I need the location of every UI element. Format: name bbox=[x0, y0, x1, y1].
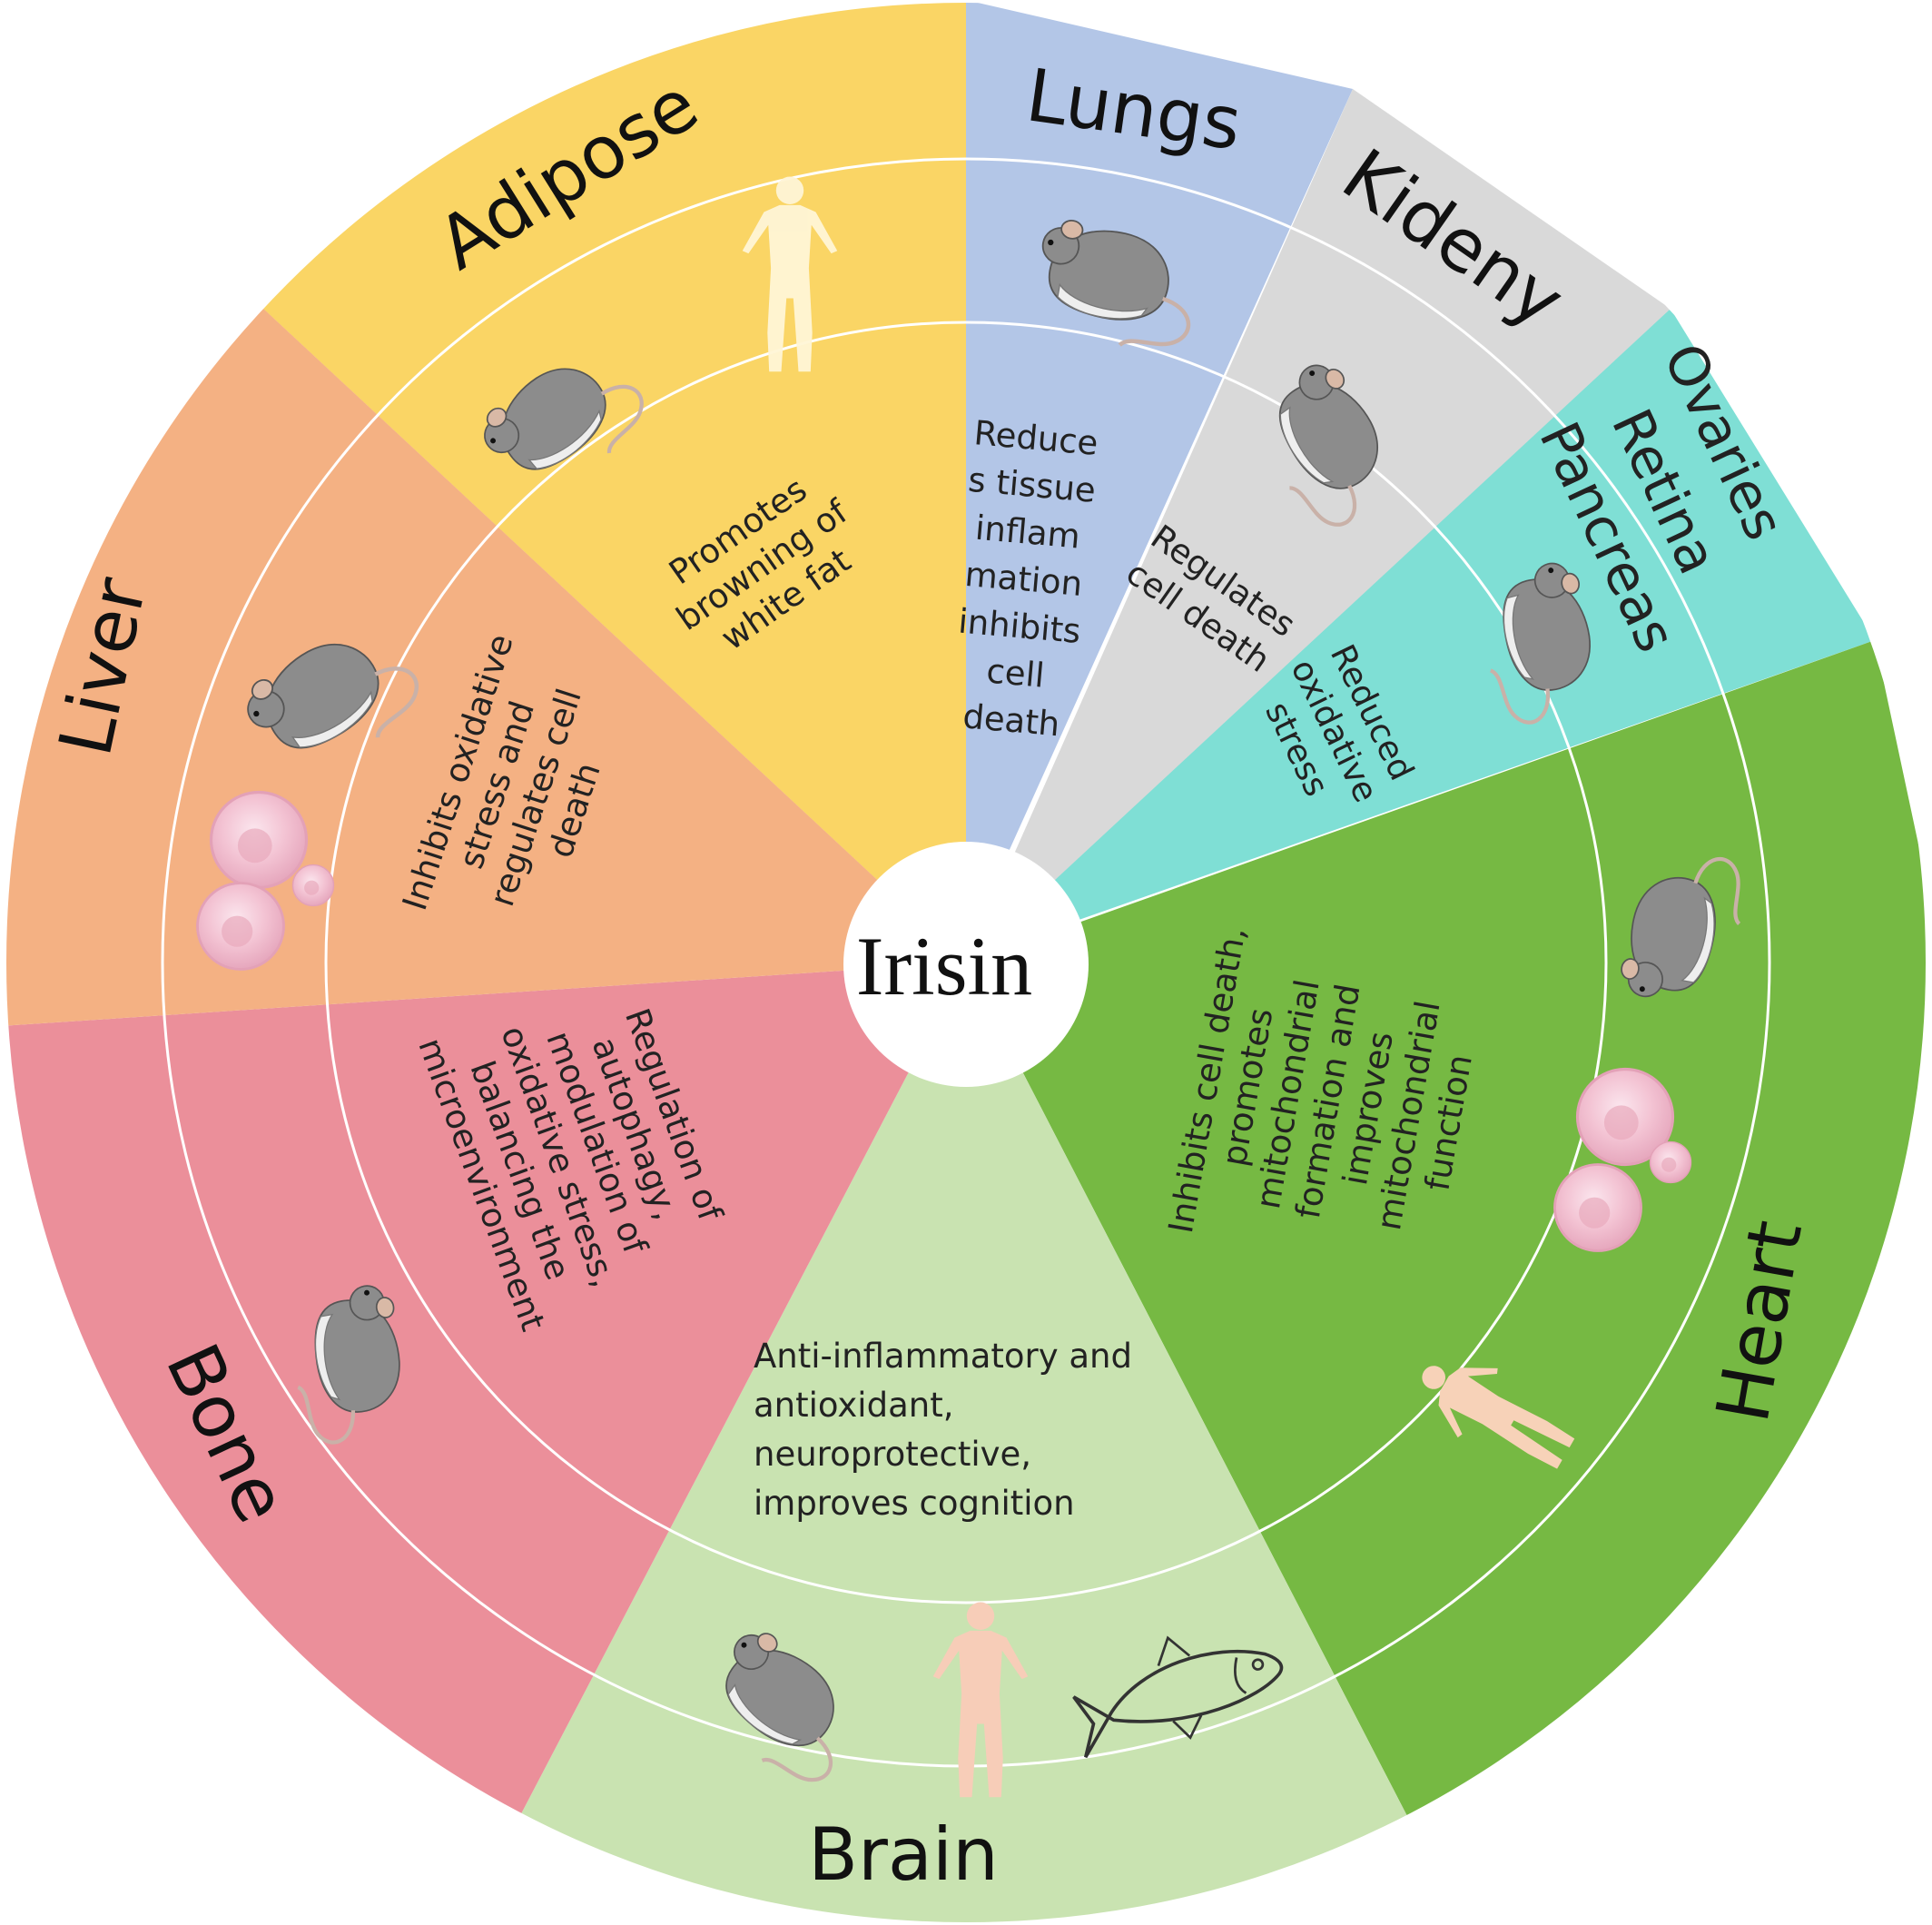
cell-icon bbox=[1649, 1140, 1692, 1184]
effect-line: improves cognition bbox=[754, 1484, 1075, 1523]
sector-brain bbox=[463, 962, 1464, 1923]
effect-brain: Anti-inflammatory and antioxidant, neuro… bbox=[754, 1337, 1132, 1523]
cell-icon bbox=[196, 882, 285, 971]
effect-line: antioxidant, bbox=[754, 1386, 953, 1425]
effect-line: cell bbox=[985, 651, 1046, 695]
center-circle bbox=[843, 842, 1089, 1087]
effect-line: inflam bbox=[973, 508, 1081, 557]
outer-border bbox=[5, 1, 1927, 1924]
effect-line: neuroprotective, bbox=[754, 1435, 1031, 1474]
effect-line: death bbox=[961, 696, 1061, 744]
organ-label-brain: Brain bbox=[808, 1812, 999, 1897]
effect-lungs: Reduce s tissue inflam mation inhibits c… bbox=[957, 413, 1099, 744]
sector-kidney bbox=[966, 89, 1671, 962]
cell-icon bbox=[291, 864, 335, 907]
effect-line: Anti-inflammatory and bbox=[754, 1337, 1132, 1376]
inner-ring-line bbox=[324, 321, 1608, 1604]
center-label: Irisin bbox=[856, 920, 1032, 1012]
cell-icon bbox=[1553, 1163, 1642, 1252]
sector-ovaries bbox=[966, 309, 1875, 962]
cell-icon bbox=[209, 790, 309, 890]
